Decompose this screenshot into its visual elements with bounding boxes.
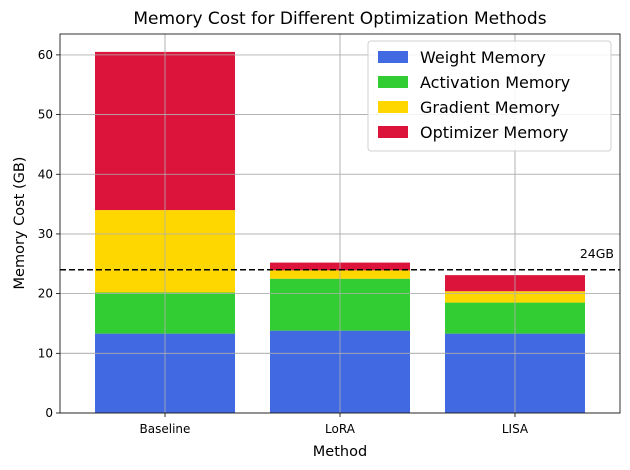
x-tick-label: LISA <box>502 422 529 436</box>
y-tick-label: 50 <box>38 108 53 122</box>
legend-label: Activation Memory <box>420 73 570 92</box>
x-axis-label: Method <box>313 444 367 460</box>
y-tick-label: 20 <box>38 287 53 301</box>
y-tick-label: 0 <box>45 406 53 420</box>
bars <box>60 34 620 414</box>
x-tick-label: Baseline <box>140 422 191 436</box>
reference-line-label: 24GB <box>580 246 614 261</box>
y-tick-label: 60 <box>38 48 53 62</box>
reference-line-group: 24GB <box>60 246 620 271</box>
legend-swatch <box>378 101 408 113</box>
legend-swatch <box>378 76 408 88</box>
y-tick-label: 30 <box>38 227 53 241</box>
legend-label: Gradient Memory <box>420 98 560 117</box>
legend-swatch <box>378 51 408 63</box>
legend-swatch <box>378 126 408 138</box>
y-axis-label: Memory Cost (GB) <box>12 157 28 290</box>
x-tick-label: LoRA <box>325 422 356 436</box>
chart-title: Memory Cost for Different Optimization M… <box>133 9 546 29</box>
legend-label: Optimizer Memory <box>420 123 568 142</box>
legend-box <box>367 40 612 152</box>
plot-frame <box>59 33 621 414</box>
y-tick-label: 10 <box>38 346 53 360</box>
y-tick-label: 40 <box>38 167 53 181</box>
legend-label: Weight Memory <box>420 48 546 67</box>
